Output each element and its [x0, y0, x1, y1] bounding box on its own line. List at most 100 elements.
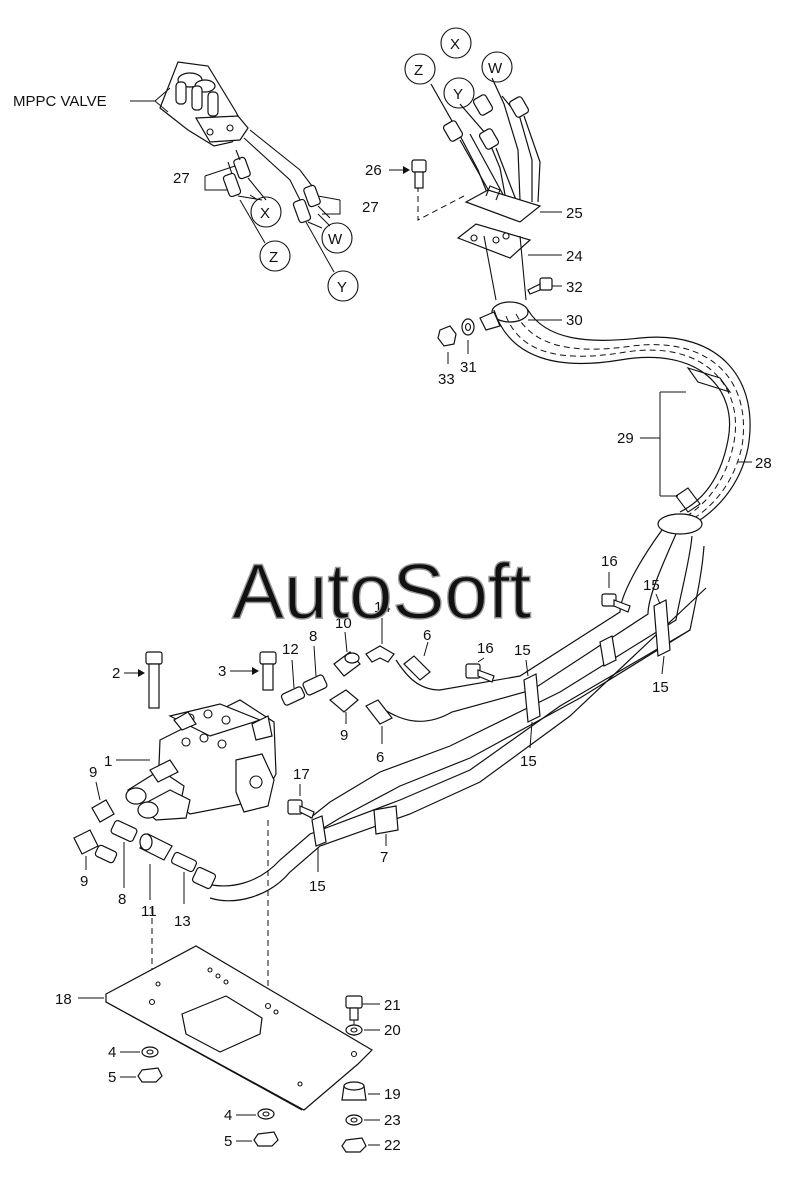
svg-text:33: 33	[438, 371, 455, 388]
svg-text:3: 3	[218, 663, 226, 680]
elbow-9b	[91, 799, 115, 823]
washer-31	[461, 318, 475, 336]
svg-text:Y: Y	[453, 86, 463, 103]
nut-22	[341, 1137, 367, 1153]
svg-text:19: 19	[384, 1086, 401, 1103]
nut-5b	[253, 1131, 279, 1147]
svg-text:26: 26	[365, 162, 382, 179]
bolt-2	[145, 651, 163, 709]
clamps-15	[311, 599, 671, 847]
svg-text:15: 15	[309, 878, 326, 895]
mppc-port-w: W	[317, 213, 353, 254]
svg-text:31: 31	[460, 359, 477, 376]
hose-bundle-28	[493, 309, 751, 527]
svg-text:4: 4	[108, 1044, 116, 1061]
bolt-26	[411, 159, 427, 189]
mppc-fittings	[222, 129, 331, 229]
hose-6b	[365, 699, 393, 725]
base-plate-18	[105, 945, 373, 1111]
svg-text:W: W	[328, 231, 343, 248]
svg-text:21: 21	[384, 997, 401, 1014]
svg-text:14: 14	[374, 599, 391, 616]
svg-text:2: 2	[112, 665, 120, 682]
svg-text:15: 15	[520, 753, 537, 770]
svg-text:Z: Z	[269, 249, 278, 266]
washer-23	[345, 1114, 363, 1126]
plate-24	[456, 223, 532, 259]
svg-text:Z: Z	[414, 62, 423, 79]
fitting-10	[333, 651, 361, 677]
clamp-30	[479, 301, 529, 331]
svg-text:15: 15	[514, 642, 531, 659]
hose-label-w: W	[481, 51, 513, 83]
svg-text:W: W	[488, 60, 503, 77]
hose-label-y: Y	[443, 77, 475, 109]
washer-4b	[257, 1108, 275, 1120]
svg-text:13: 13	[174, 913, 191, 930]
svg-text:15: 15	[652, 679, 669, 696]
nut-5a	[137, 1067, 163, 1083]
svg-text:16: 16	[477, 640, 494, 657]
svg-text:30: 30	[566, 312, 583, 329]
hose-6a	[403, 655, 431, 681]
svg-text:Y: Y	[337, 279, 347, 296]
svg-text:32: 32	[566, 279, 583, 296]
bundle-clamp	[657, 513, 703, 535]
nut-33	[437, 325, 457, 347]
svg-text:22: 22	[384, 1137, 401, 1154]
svg-text:20: 20	[384, 1022, 401, 1039]
svg-text:9: 9	[340, 727, 348, 744]
svg-text:9: 9	[89, 764, 97, 781]
pilot-hoses-top	[430, 77, 541, 203]
bracket-7	[373, 805, 399, 835]
adapter-8a	[302, 674, 328, 696]
svg-text:6: 6	[376, 749, 384, 766]
svg-text:18: 18	[55, 991, 72, 1008]
svg-text:15: 15	[643, 577, 660, 594]
adapter-13	[170, 851, 217, 890]
svg-text:25: 25	[566, 205, 583, 222]
elbow-9a	[328, 689, 359, 713]
elbow-9c	[73, 829, 118, 864]
watermark: AutoSoft	[232, 547, 532, 635]
adapter-8b	[110, 819, 138, 843]
control-valve-1	[125, 699, 277, 821]
washer-4a	[141, 1046, 159, 1058]
svg-text:8: 8	[118, 891, 126, 908]
tee-14	[365, 645, 395, 663]
connector-16a	[601, 593, 631, 613]
svg-text:5: 5	[224, 1133, 232, 1150]
svg-text:5: 5	[108, 1069, 116, 1086]
svg-text:27: 27	[173, 170, 190, 187]
connector-16b	[465, 663, 495, 683]
hose-label-z: Z	[404, 53, 436, 85]
bracket-25	[464, 185, 542, 223]
svg-text:9: 9	[80, 873, 88, 890]
mppc-valve	[159, 61, 249, 147]
mppc-valve-label: MPPC VALVE	[13, 93, 107, 110]
fitting-11	[139, 833, 173, 861]
svg-text:11: 11	[141, 903, 157, 920]
svg-text:6: 6	[423, 627, 431, 644]
hose-label-x: X	[440, 27, 472, 59]
mppc-port-y: Y	[305, 221, 359, 302]
mppc-port-x: X	[249, 194, 282, 228]
svg-text:16: 16	[601, 553, 618, 570]
svg-text:4: 4	[224, 1107, 232, 1124]
svg-text:24: 24	[566, 248, 583, 265]
svg-text:17: 17	[293, 766, 310, 783]
svg-text:X: X	[450, 36, 460, 53]
bolt-32	[527, 277, 553, 295]
svg-text:23: 23	[384, 1112, 401, 1129]
svg-text:12: 12	[282, 641, 299, 658]
svg-text:8: 8	[309, 628, 317, 645]
svg-text:X: X	[260, 205, 270, 222]
mppc-port-z: Z	[239, 199, 291, 272]
mount-19	[341, 1081, 367, 1101]
adapter-12	[280, 686, 306, 706]
svg-text:27: 27	[362, 199, 379, 216]
svg-text:29: 29	[617, 430, 634, 447]
bolt-21	[345, 995, 363, 1021]
svg-text:28: 28	[755, 455, 772, 472]
